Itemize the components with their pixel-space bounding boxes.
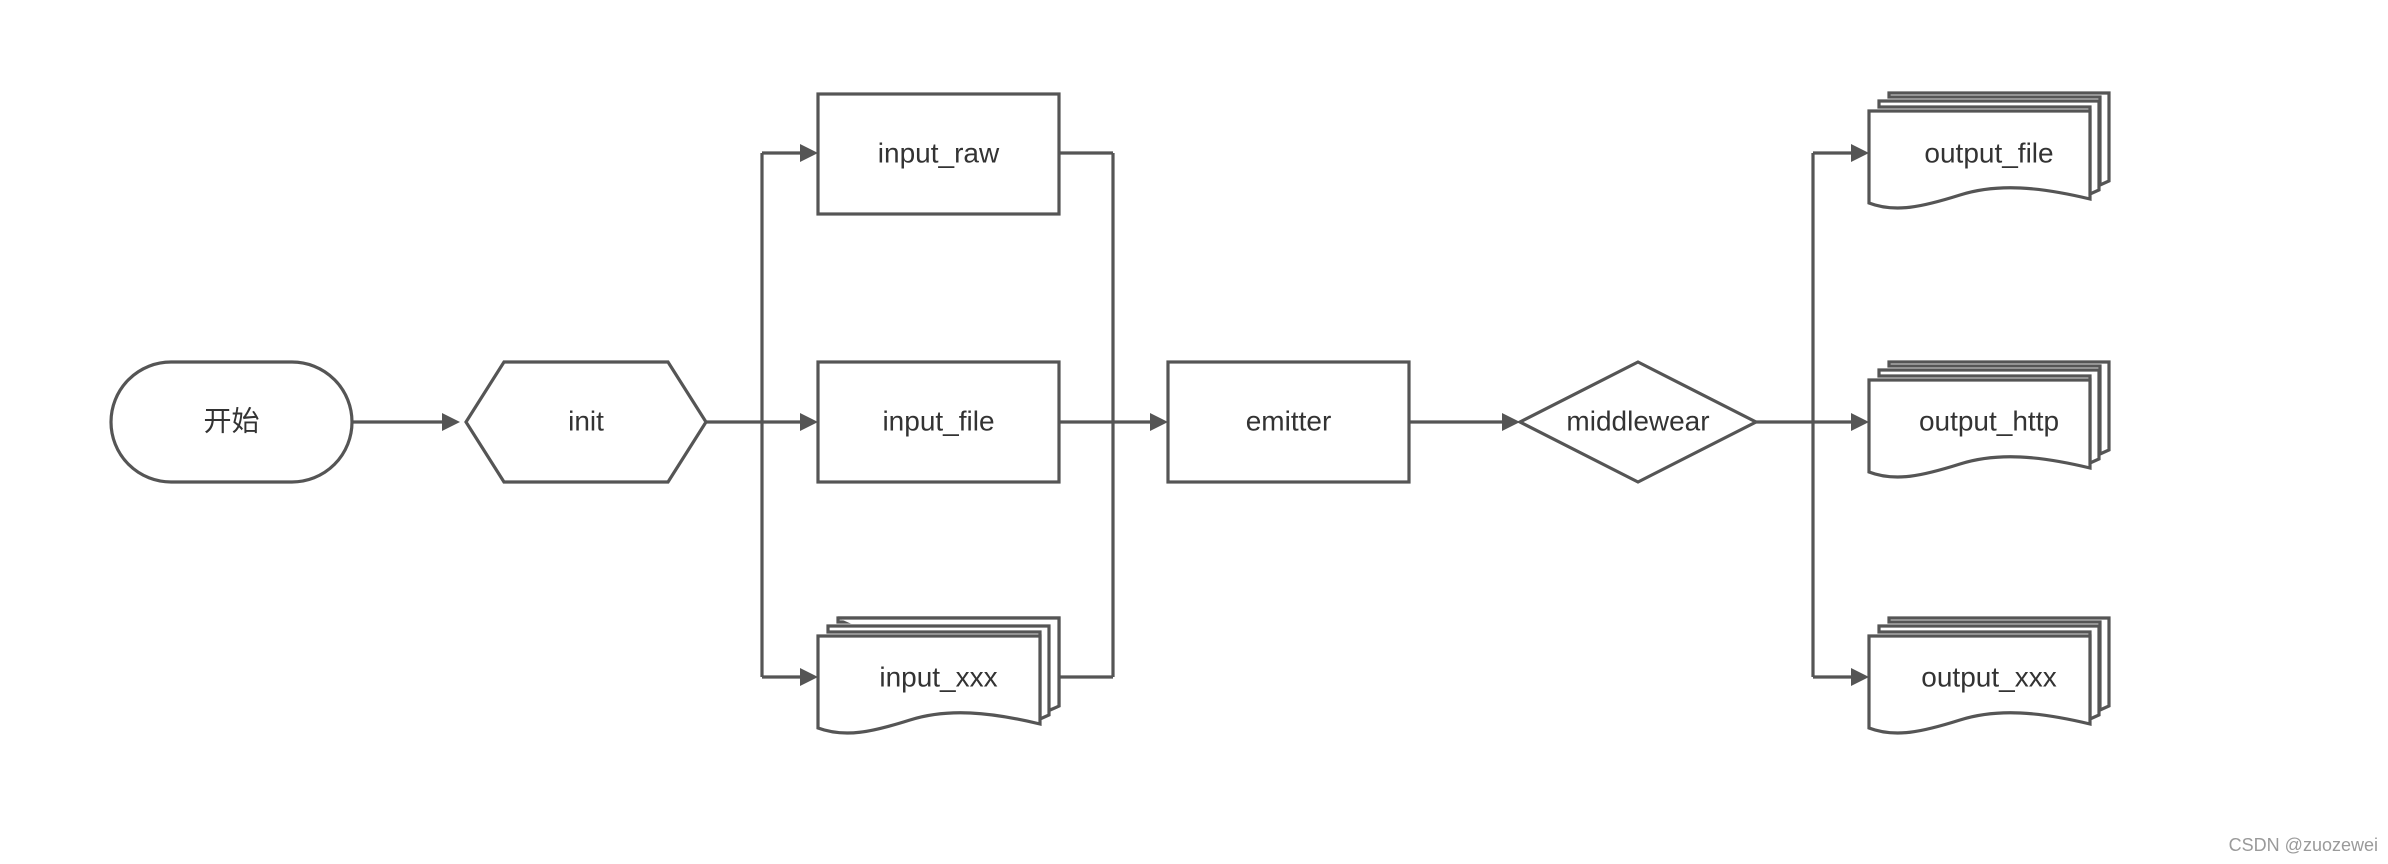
node-input-raw-label: input_raw xyxy=(878,137,1000,168)
edge-inputs-to-emitter xyxy=(1059,151,1168,679)
node-emitter: emitter xyxy=(1166,360,1411,484)
node-output-http: output_http xyxy=(1867,360,2111,479)
node-start-label: 开始 xyxy=(203,405,259,436)
edges-layer xyxy=(352,144,1869,686)
node-output-file-label: output_file xyxy=(1924,137,2053,168)
node-input-file-label: input_file xyxy=(882,405,994,436)
edge-emitter-to-middlewear xyxy=(1409,413,1520,431)
node-init-label: init xyxy=(568,405,604,436)
node-output-xxx: output_xxx xyxy=(1867,616,2111,735)
node-middlewear-label: middlewear xyxy=(1566,405,1709,436)
edge-middlewear-to-outputs xyxy=(1756,144,1869,686)
node-output-http-label: output_http xyxy=(1919,405,2059,436)
watermark-text: CSDN @zuozewei xyxy=(2229,835,2378,855)
edge-start-to-init xyxy=(352,413,460,431)
node-start: 开始 xyxy=(109,360,354,484)
node-init: init xyxy=(464,360,708,484)
node-input-xxx: input_xxx xyxy=(816,616,1061,735)
edge-init-to-inputs xyxy=(706,144,818,686)
node-middlewear: middlewear xyxy=(1516,360,1760,484)
node-output-file: output_file xyxy=(1867,91,2111,210)
node-input-xxx-label: input_xxx xyxy=(879,661,997,692)
node-input-file: input_file xyxy=(816,360,1061,484)
node-input-raw: input_raw xyxy=(816,92,1061,216)
node-output-xxx-label: output_xxx xyxy=(1921,661,2056,692)
node-emitter-label: emitter xyxy=(1246,405,1332,436)
